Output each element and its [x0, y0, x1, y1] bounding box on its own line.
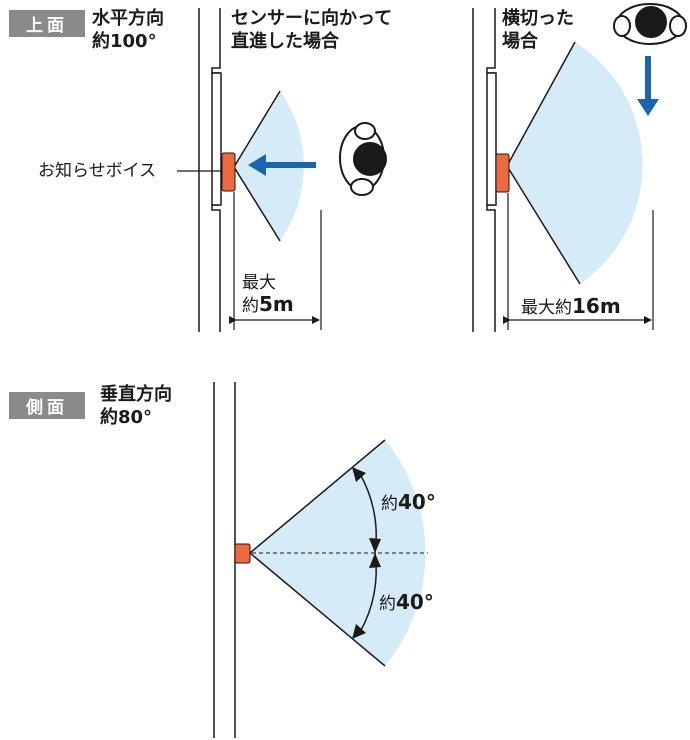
angle-arc-upper: [352, 467, 381, 554]
voice-device-side: [234, 543, 251, 564]
wall-side: [213, 382, 236, 738]
device-label: お知らせボイス: [38, 161, 157, 181]
lower-angle-label: 約40°: [379, 590, 434, 614]
distance-facing-prefix1: 最大: [242, 273, 276, 293]
distance-facing-label: 約5m: [242, 292, 294, 316]
dimension-facing: [229, 192, 322, 330]
voice-device-right: [495, 153, 510, 193]
case-crossing-line1: 横切った: [502, 8, 574, 29]
side-angle-line2: 約80°: [100, 407, 153, 428]
side-view-tag: 側面: [9, 392, 85, 419]
person-facing-icon: [339, 122, 387, 196]
arrow-toward-sensor: [248, 154, 316, 176]
top-angle-line1: 水平方向: [92, 8, 164, 29]
case-facing-line2: 直進した場合: [231, 31, 339, 52]
person-crossing-icon: [613, 3, 687, 45]
arrow-crossing: [637, 56, 659, 116]
detection-zone-crossing: [507, 42, 643, 284]
door-panel-right: [486, 72, 497, 206]
upper-angle-label: 約40°: [381, 490, 436, 514]
top-angle-line2: 約100°: [92, 31, 157, 52]
voice-device: [221, 152, 236, 192]
top-view-tag: 上面: [9, 10, 85, 37]
angle-arc-lower: [352, 552, 381, 639]
distance-crossing-label: 最大約16m: [521, 294, 621, 318]
dimension-crossing: [503, 193, 654, 330]
side-angle-line1: 垂直方向: [100, 384, 172, 405]
door-panel: [211, 72, 222, 206]
case-facing-line1: センサーに向かって: [231, 8, 393, 29]
case-crossing-line2: 場合: [502, 31, 538, 52]
